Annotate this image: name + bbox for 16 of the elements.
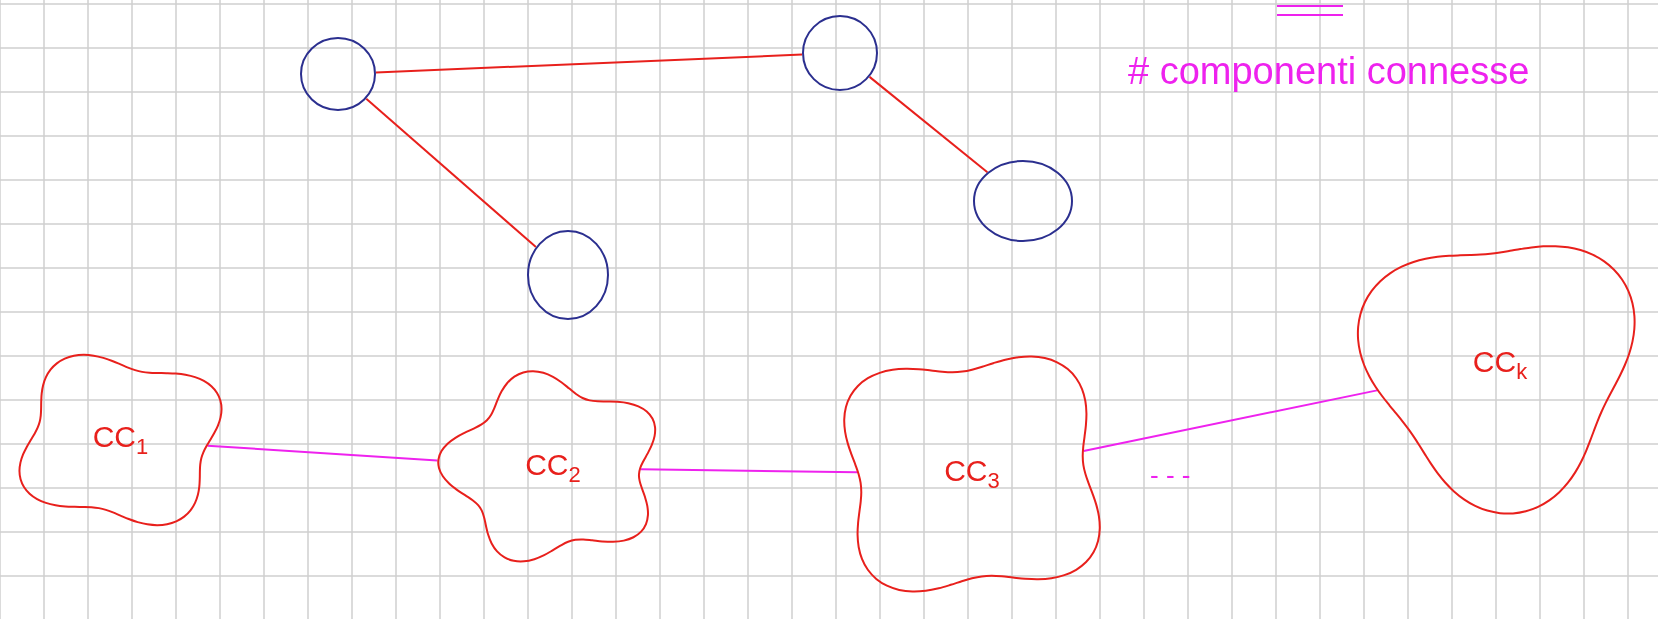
- graph-vertex: [300, 37, 376, 111]
- ellipsis-label: - - -: [1150, 460, 1191, 491]
- graph-vertex: [527, 230, 609, 320]
- component-label: CC$_{2}$: [525, 448, 581, 488]
- connecting-line: [868, 75, 989, 174]
- connecting-line: [639, 468, 859, 474]
- connecting-line: [1082, 389, 1379, 452]
- title: # componenti connesse: [1128, 50, 1530, 93]
- component-label: CC$_{k}$: [1472, 345, 1528, 385]
- component-label: CC$_{3}$: [944, 454, 1000, 494]
- component-label: CC$_{1}$: [92, 420, 149, 460]
- graph-vertex: [973, 160, 1073, 242]
- graph-vertex: [802, 15, 878, 91]
- connecting-line: [365, 97, 537, 248]
- connecting-line: [374, 53, 804, 74]
- connecting-line: [206, 444, 439, 462]
